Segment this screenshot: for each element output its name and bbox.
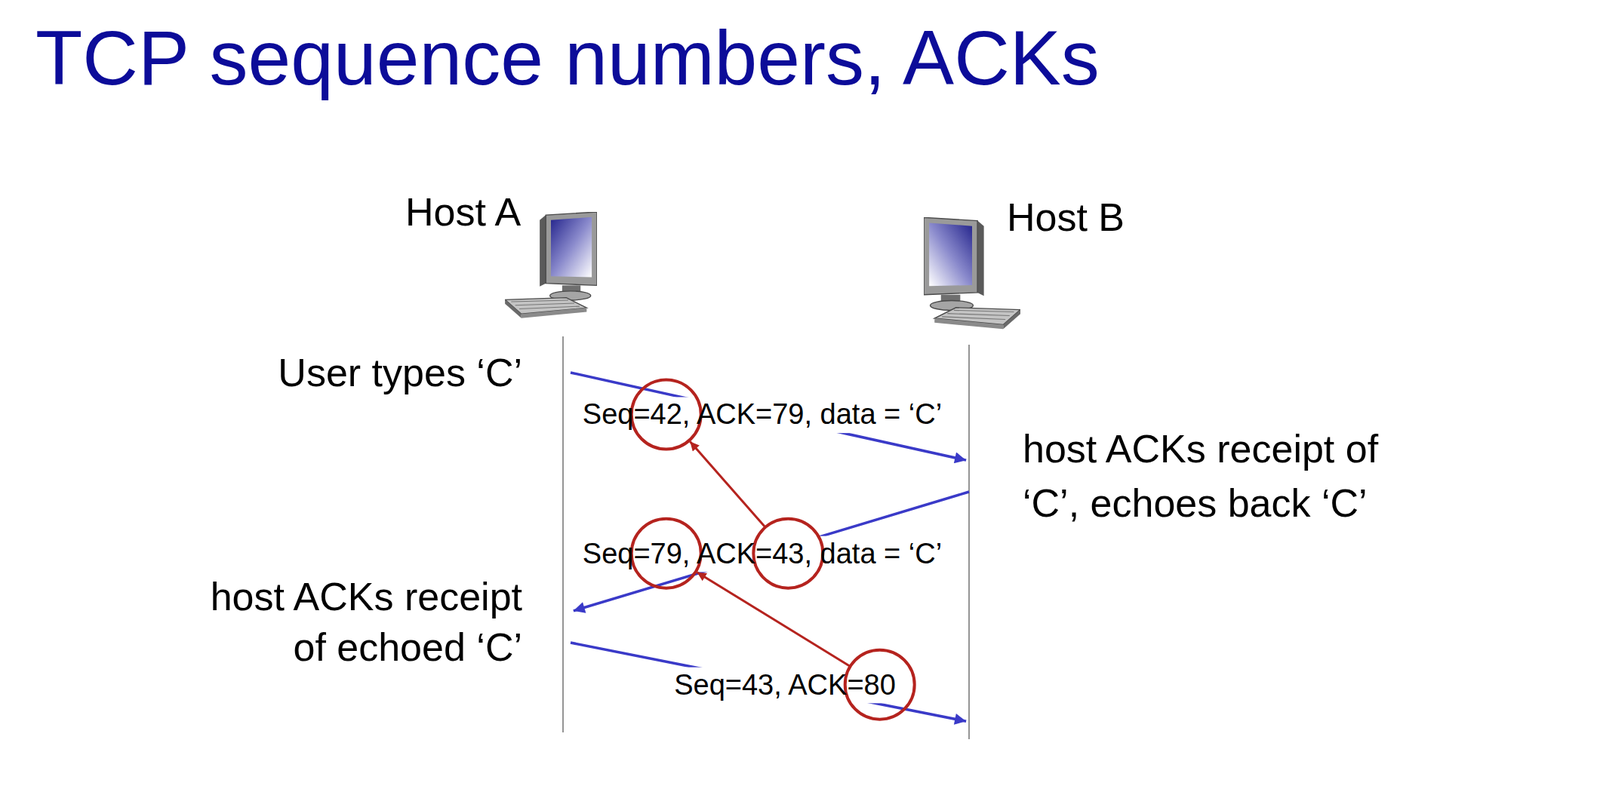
message-label: Seq=43, ACK=80 bbox=[673, 669, 896, 703]
highlight-arrow bbox=[689, 442, 766, 529]
slide-title: TCP sequence numbers, ACKs bbox=[35, 12, 1100, 105]
side-note: host ACKs receipt of echoed ‘C’ bbox=[190, 572, 523, 674]
host-label: Host B bbox=[1006, 194, 1166, 240]
label-patch bbox=[578, 536, 947, 573]
side-note: host ACKs receipt of ‘C’, echoes back ‘C… bbox=[1022, 421, 1431, 531]
message-arrow bbox=[573, 492, 970, 612]
message-arrow bbox=[570, 643, 967, 722]
message-label: Seq=79, ACK=43, data = ‘C’ bbox=[582, 538, 942, 572]
title-box: TCP sequence numbers, ACKs bbox=[35, 12, 1100, 105]
computer-icon bbox=[923, 217, 1021, 330]
label-patch bbox=[578, 396, 947, 434]
timeline bbox=[968, 344, 970, 740]
note-box: host ACKs receipt of ‘C’, echoes back ‘C… bbox=[1022, 421, 1431, 531]
host-label: Host A bbox=[405, 189, 571, 235]
message-label: Seq=42, ACK=79, data = ‘C’ bbox=[582, 398, 942, 432]
note-box: User types ‘C’ bbox=[277, 350, 523, 396]
message-label-box: Seq=42, ACK=79, data = ‘C’ bbox=[582, 398, 942, 432]
message-label-box: Seq=43, ACK=80 bbox=[673, 669, 896, 703]
message-arrow bbox=[570, 372, 967, 461]
note-box: host ACKs receipt of echoed ‘C’ bbox=[190, 572, 523, 674]
side-note: User types ‘C’ bbox=[277, 350, 523, 396]
message-label-box: Seq=79, ACK=43, data = ‘C’ bbox=[582, 538, 942, 572]
computer-icon bbox=[923, 217, 1021, 330]
label-patch bbox=[669, 667, 901, 705]
timeline bbox=[562, 336, 564, 733]
